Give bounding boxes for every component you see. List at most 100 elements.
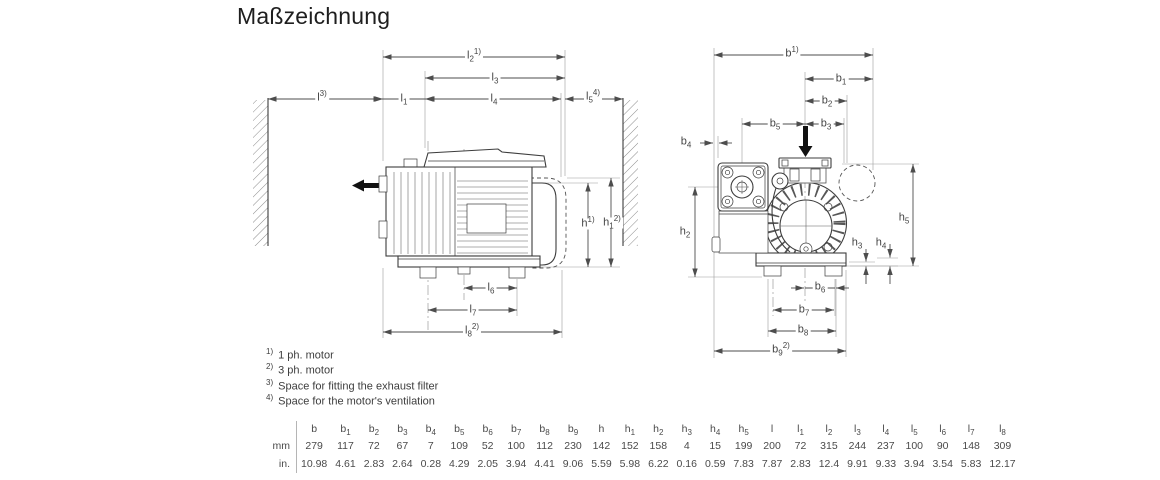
pump-cylinder-fins [393, 167, 456, 256]
dim-label-b5: b5 [767, 117, 783, 132]
motor-nameplate [466, 203, 507, 234]
side-view-drawing [253, 50, 638, 338]
table-header-cell: b6 [482, 423, 493, 438]
table-in-cell: 12.4 [818, 457, 840, 470]
right-wall [622, 98, 638, 246]
table-in-cell: 5.83 [960, 457, 982, 470]
table-header-cell: b7 [510, 423, 522, 438]
table-mm-cell: 152 [621, 440, 639, 452]
table-mm-cell: 4 [683, 440, 690, 452]
table-header-cell: l2 [825, 423, 833, 438]
table-header-cell: l [770, 423, 774, 435]
table-in-cell: 5.59 [591, 457, 612, 470]
table-mm-cell: 112 [536, 440, 553, 452]
table-header-cell: h5 [738, 423, 749, 438]
table-header-cell: h1 [624, 423, 636, 438]
pump-foot [457, 266, 471, 275]
dim-label-h4: h4 [873, 236, 889, 251]
footnote-1: 1)1 ph. motor [266, 344, 438, 362]
footnote-2: 2)3 ph. motor [266, 359, 438, 378]
pump-foot [508, 266, 526, 279]
table-header-cell: l1 [797, 423, 804, 438]
inlet-direction-arrow [798, 126, 813, 157]
ventilation-clearance-circle [838, 164, 876, 202]
footnote-4: 4)Space for the motor's ventilation [266, 390, 438, 408]
table-mm-cell: 230 [564, 440, 582, 452]
table-mm-cell: 237 [877, 440, 895, 452]
table-header-cell: b5 [454, 423, 465, 438]
table-in-cell: 7.87 [761, 457, 783, 470]
pump-foot [419, 266, 437, 279]
table-header-cell: l8 [999, 423, 1006, 438]
row-label-mm: mm [272, 440, 291, 452]
table-column-h3: h3 4 0.16 [673, 421, 701, 473]
table-mm-cell: 72 [794, 440, 807, 452]
oil-tube [771, 172, 791, 253]
table-column-l1: l1 72 2.83 [786, 421, 814, 473]
table-mm-cell: 279 [305, 440, 323, 452]
dim-label-b1: b1 [833, 72, 849, 87]
base-plate [755, 252, 847, 267]
table-mm-cell: 109 [450, 440, 469, 452]
table-in-cell: 3.94 [904, 457, 925, 470]
dim-label-h1: h12) [601, 213, 623, 231]
table-header-cell: b2 [368, 423, 380, 438]
footnote-3: 3) Space for fitting the exhaust filter [266, 375, 439, 393]
table-mm-cell: 100 [507, 440, 525, 452]
table-header-cell: h2 [653, 423, 664, 438]
pump-side-view [378, 148, 567, 279]
dim-label-l3: l3 [489, 71, 501, 86]
table-in-cell: 0.59 [704, 457, 726, 470]
suction-flange [711, 162, 769, 254]
table-in-cell: 2.83 [790, 457, 811, 470]
dim-label-b9: b92) [770, 340, 792, 358]
dim-label-l-wall: l3) [315, 88, 329, 104]
footnote-marker: 3) [266, 377, 274, 387]
footnote-text: Space for fitting the exhaust filter [278, 380, 439, 393]
table-in-cell: 7.83 [733, 457, 754, 470]
table-in-cell: 4.41 [534, 457, 555, 470]
dim-label-l7: l7 [467, 303, 479, 318]
row-label-in: in. [278, 457, 290, 470]
table-column-b2: b2 72 2.83 [360, 421, 388, 473]
table-mm-cell: 7 [427, 440, 434, 452]
table-mm-cell: 90 [936, 440, 949, 452]
dim-label-b7: b7 [796, 303, 812, 318]
left-wall [253, 98, 269, 246]
table-header-cell: b8 [539, 423, 550, 438]
table-header-cell: l4 [882, 423, 890, 438]
footnote-text: Space for the motor's ventilation [278, 395, 435, 408]
dim-label-l5: l54) [583, 87, 603, 105]
table-mm-cell: 117 [337, 440, 354, 452]
table-row-labels: mm in. [264, 421, 297, 473]
table-mm-cell: 15 [709, 440, 722, 452]
table-in-cell: 0.16 [676, 457, 697, 470]
pump-foot [763, 265, 782, 277]
table-mm-cell: 142 [592, 440, 611, 452]
table-mm-cell: 72 [368, 440, 380, 452]
dim-label-h2: h2 [677, 225, 693, 240]
table-in-cell: 3.54 [932, 457, 953, 470]
dim-label-h5: h5 [896, 211, 912, 226]
table-mm-cell: 100 [905, 440, 924, 452]
dim-label-b3: b3 [818, 117, 834, 132]
footnote-text: 3 ph. motor [278, 365, 334, 378]
table-header-cell: h3 [681, 423, 692, 438]
dim-label-b2: b2 [819, 94, 835, 109]
dim-label-l8: l82) [462, 321, 482, 339]
table-in-cell: 2.83 [363, 457, 385, 470]
table-in-cell: 2.05 [477, 457, 498, 470]
